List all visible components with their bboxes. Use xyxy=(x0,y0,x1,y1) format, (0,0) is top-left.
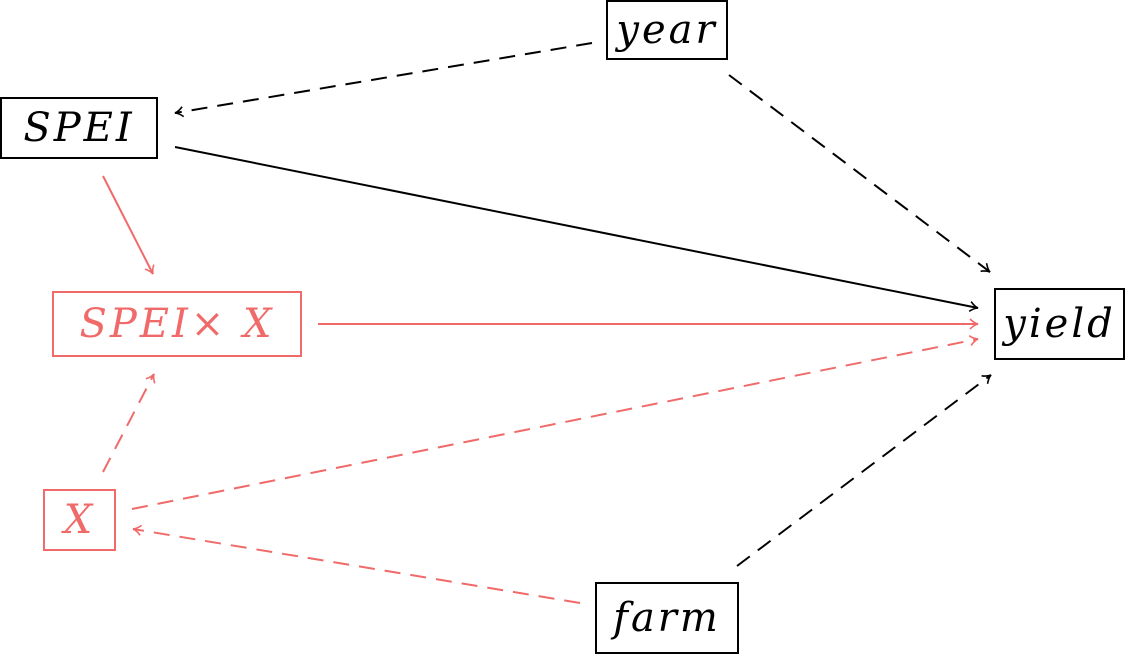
node-x-label: X xyxy=(63,497,96,543)
node-x: X xyxy=(43,489,116,551)
node-farm: farm xyxy=(595,582,739,654)
edge-x-to-yield xyxy=(131,335,979,510)
node-spei-label: SPEI xyxy=(23,105,135,151)
edge-year-to-spei xyxy=(174,42,593,118)
edge-spei-to-yield xyxy=(174,146,979,312)
node-year: year xyxy=(606,0,728,60)
edge-x-to-interaction xyxy=(102,373,156,473)
edge-year-to-yield xyxy=(728,74,991,273)
node-farm-label: farm xyxy=(613,595,721,641)
node-yield: yield xyxy=(994,288,1125,360)
node-spei-x-label: SPEI× X xyxy=(79,301,275,347)
node-spei-x-interaction: SPEI× X xyxy=(52,291,302,357)
node-spei: SPEI xyxy=(0,97,158,159)
edge-farm-to-x xyxy=(132,524,581,604)
node-year-label: year xyxy=(616,7,718,53)
edge-spei-to-interaction xyxy=(102,175,155,275)
edge-farm-to-yield xyxy=(736,374,992,567)
node-yield-label: yield xyxy=(1003,301,1116,347)
